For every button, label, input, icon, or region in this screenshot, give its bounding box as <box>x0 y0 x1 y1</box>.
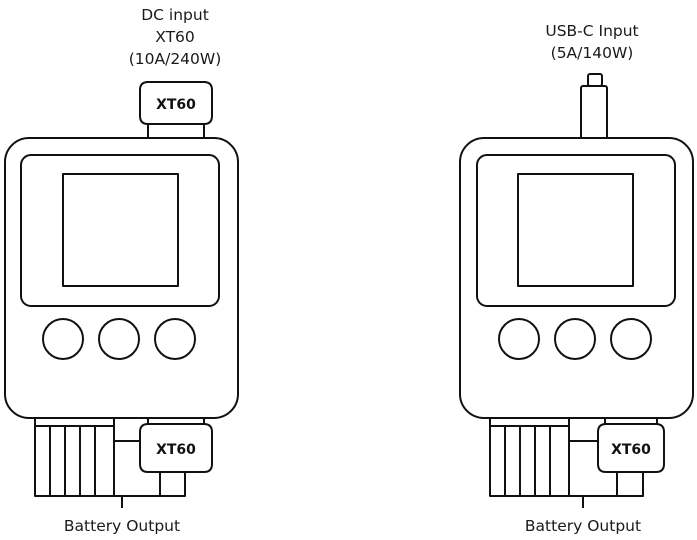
left-output-label: Battery Output <box>64 517 180 535</box>
right-usbc-cable <box>580 73 608 141</box>
left-button-2[interactable] <box>98 318 140 360</box>
left-input-connector-label: XT60 <box>156 97 196 113</box>
right-input-label-line2: (5A/140W) <box>551 44 634 62</box>
right-output-connector-label: XT60 <box>611 442 651 458</box>
left-input-label-line1: DC input <box>141 6 209 24</box>
left-button-1[interactable] <box>42 318 84 360</box>
left-output-connector-label: XT60 <box>156 442 196 458</box>
left-device-body <box>4 137 239 419</box>
right-output-label: Battery Output <box>525 517 641 535</box>
left-output-ribbon <box>34 417 115 497</box>
right-device: USB-C Input (5A/140W) XT60 <box>459 22 694 535</box>
left-screen-bezel <box>20 154 220 307</box>
right-input-label-line1: USB-C Input <box>545 22 638 40</box>
left-button-3[interactable] <box>154 318 196 360</box>
right-button-3[interactable] <box>610 318 652 360</box>
right-screen <box>517 173 634 287</box>
left-input-label-line2: XT60 <box>155 28 195 46</box>
left-device: DC input XT60 (10A/240W) XT60 <box>4 6 239 535</box>
right-output-xt60-connector: XT60 <box>597 417 665 497</box>
right-button-2[interactable] <box>554 318 596 360</box>
right-output-ribbon <box>489 417 570 497</box>
right-button-1[interactable] <box>498 318 540 360</box>
left-screen <box>62 173 179 287</box>
left-output-xt60-connector: XT60 <box>139 417 213 497</box>
left-input-xt60-connector: XT60 <box>139 81 213 139</box>
right-device-body <box>459 137 694 419</box>
right-screen-bezel <box>476 154 676 307</box>
left-input-label-line3: (10A/240W) <box>129 50 222 68</box>
